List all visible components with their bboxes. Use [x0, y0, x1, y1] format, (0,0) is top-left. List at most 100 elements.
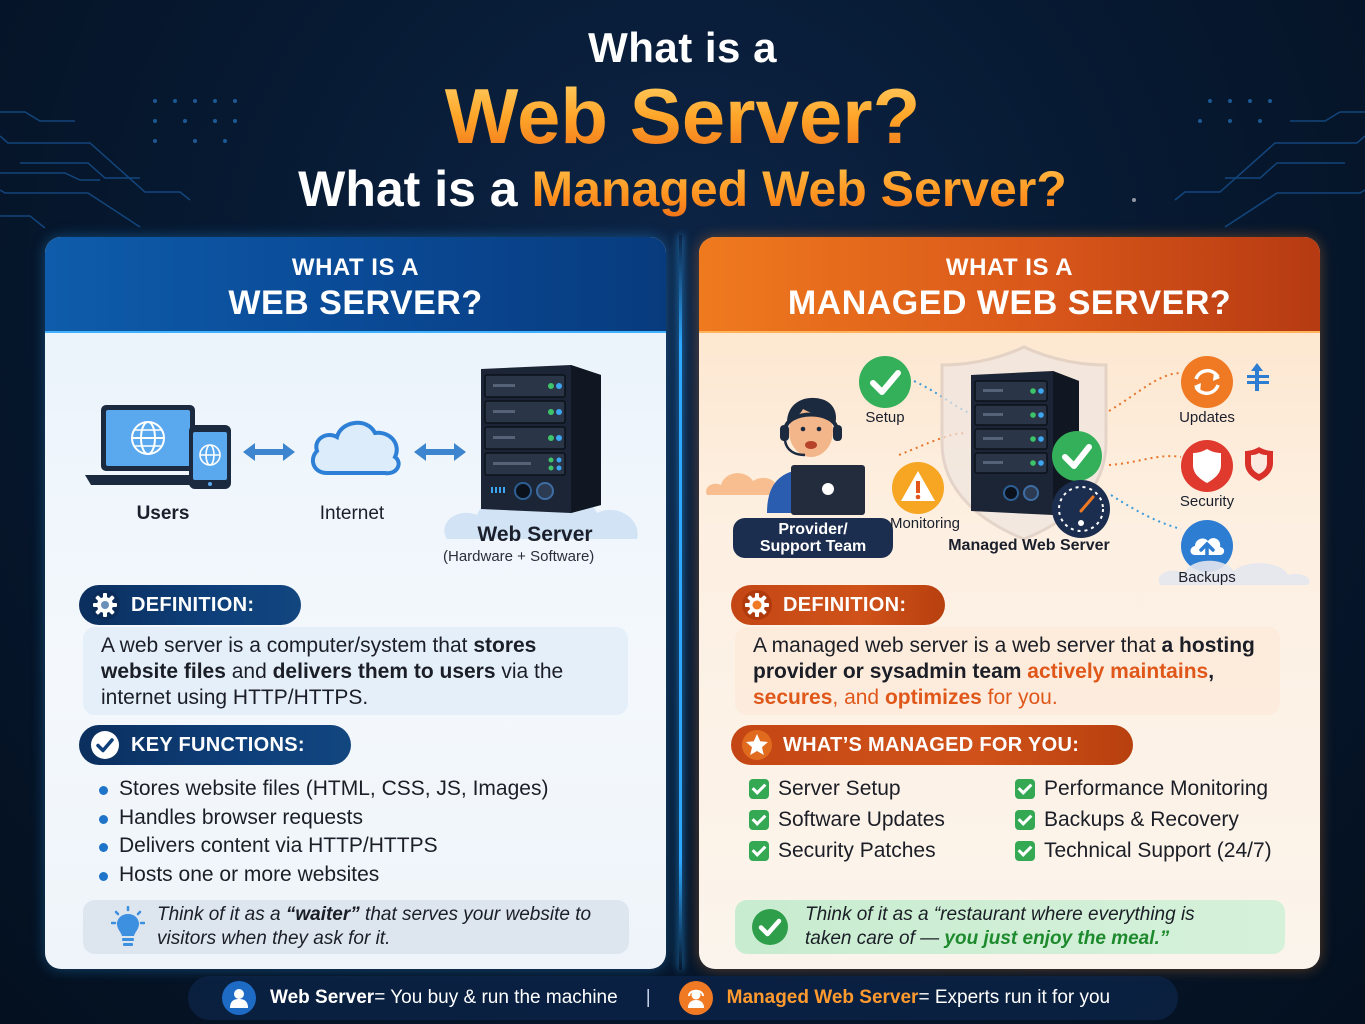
definition-pill-label: DEFINITION: [131, 593, 255, 616]
definition-text: A managed web server is a web server tha… [735, 627, 1280, 715]
checkbox-checked-icon [749, 779, 769, 799]
panel-header-small: WHAT IS A [945, 254, 1074, 281]
definition-text-part: , [1208, 660, 1215, 683]
check-circle-icon [91, 731, 119, 759]
cloud-decoration [706, 473, 780, 495]
cloud-icon [310, 421, 401, 476]
list-item-label: Software Updates [778, 808, 945, 831]
summary-term: Managed Web Server [726, 987, 919, 1008]
server-rack-icon [481, 365, 601, 513]
list-item-label: Performance Monitoring [1044, 777, 1269, 800]
list-item: Delivers content via HTTP/HTTPS [99, 832, 548, 861]
center-divider [679, 235, 682, 970]
restaurant-analogy-tip: Think of it as a “restaurant where every… [735, 900, 1285, 954]
list-item-label: Technical Support (24/7) [1044, 839, 1272, 862]
setup-label: Setup [865, 409, 905, 426]
definition-pill: DEFINITION: [79, 585, 301, 625]
key-functions-pill-label: KEY FUNCTIONS: [131, 733, 305, 756]
updates-label: Updates [1179, 409, 1235, 426]
team-label-line: Support Team [759, 538, 867, 555]
panel-header-big: WEB SERVER? [228, 284, 483, 322]
speed-gauge-icon [1052, 480, 1110, 538]
panel-header-big: MANAGED WEB SERVER? [787, 284, 1232, 322]
checkbox-checked-icon [749, 841, 769, 861]
web-server-summary: Web Server = You buy & run the machine [222, 981, 618, 1015]
backups-cloud-upload-icon [1181, 520, 1233, 572]
security-shield-icon [1181, 440, 1233, 492]
definition-text-part: A managed web server is a web server tha… [753, 634, 1162, 657]
definition-text-highlight: optimizes [884, 686, 982, 709]
managed-web-server-panel: WHAT IS A MANAGED WEB SERVER? Provider/ … [699, 237, 1320, 969]
definition-text-bold: stores website files [101, 634, 537, 683]
provider-support-team-badge: Provider/ Support Team [733, 518, 893, 558]
title-line-3-highlight: Managed Web Server? [531, 161, 1067, 217]
managed-server-summary: Managed Web Server = Experts run it for … [678, 981, 1110, 1015]
checkbox-checked-icon [1015, 810, 1035, 830]
tip-text-part: Think of it as a “restaurant where every… [805, 904, 1195, 949]
summary-bar: Web Server = You buy & run the machine |… [188, 976, 1178, 1020]
support-agent-icon [678, 981, 713, 1015]
support-agent-icon [767, 397, 865, 515]
web-server-illustration: Users Internet Web Server (Hardware + So… [45, 333, 666, 583]
phone-globe-icon [189, 425, 231, 489]
key-functions-list: Stores website files (HTML, CSS, JS, Ima… [99, 775, 548, 889]
list-item: Server Setup [749, 775, 1015, 803]
lightbulb-icon [111, 906, 145, 946]
list-item: Security Patches [749, 837, 1015, 865]
checkbox-checked-icon [1015, 779, 1035, 799]
tip-text-part: Think of it as a [157, 904, 286, 925]
list-item: Technical Support (24/7) [1015, 837, 1305, 865]
gear-icon [742, 590, 772, 620]
server-rack-icon [971, 371, 1079, 515]
check-circle-icon [752, 909, 788, 945]
web-server-panel: WHAT IS A WEB SERVER? [45, 237, 666, 969]
tip-text-highlight: you just enjoy the meal.” [944, 928, 1170, 949]
whats-managed-pill: WHAT’S MANAGED FOR YOU: [731, 725, 1133, 765]
title-line-2: Web Server? [0, 74, 1365, 158]
definition-text-bold: a hosting provider or sysadmin team [753, 634, 1255, 683]
list-item: Software Updates [749, 806, 1015, 834]
definition-text-part: via the internet using HTTP/HTTPS. [101, 660, 564, 709]
monitoring-warning-icon [892, 462, 944, 514]
title-line-3: What is a Managed Web Server? [0, 158, 1365, 220]
list-item: Stores website files (HTML, CSS, JS, Ima… [99, 775, 548, 804]
summary-term: Web Server [270, 987, 375, 1008]
page-title: What is a Web Server? What is a Managed … [0, 22, 1365, 220]
double-arrow-icon [243, 443, 295, 461]
definition-text-highlight: actively maintains [1027, 660, 1209, 683]
definition-text-bold: delivers them to users [272, 660, 496, 683]
list-item: Handles browser requests [99, 804, 548, 833]
list-item: Hosts one or more websites [99, 861, 548, 890]
definition-text: A web server is a computer/system that s… [83, 627, 628, 715]
user-icon [222, 981, 256, 1015]
gear-icon [90, 590, 120, 620]
web-server-label: Web Server [477, 523, 593, 546]
key-functions-pill: KEY FUNCTIONS: [79, 725, 351, 765]
status-check-icon [1052, 431, 1102, 481]
definition-text-part: A web server is a computer/system that [101, 634, 474, 657]
list-item-label: Security Patches [778, 839, 936, 862]
list-item: Performance Monitoring [1015, 775, 1305, 803]
backups-label: Backups [1178, 569, 1236, 586]
definition-text-highlight: secures [753, 686, 833, 709]
laptop-globe-icon [85, 405, 196, 485]
checkbox-checked-icon [749, 810, 769, 830]
tip-text-bold: “waiter” [285, 904, 360, 925]
double-arrow-icon [414, 443, 466, 461]
cloud-decoration [1158, 560, 1310, 585]
summary-text: = You buy & run the machine [374, 987, 618, 1008]
internet-label: Internet [319, 503, 385, 524]
managed-panel-header: WHAT IS A MANAGED WEB SERVER? [699, 237, 1320, 333]
waiter-analogy-tip: Think of it as a “waiter” that serves yo… [83, 900, 629, 954]
team-label-line: Provider/ [778, 521, 848, 538]
definition-text-part: for you. [981, 686, 1058, 709]
users-label: Users [136, 503, 190, 524]
list-item: Backups & Recovery [1015, 806, 1305, 834]
panel-header-small: WHAT IS A [291, 254, 420, 281]
web-server-panel-header: WHAT IS A WEB SERVER? [45, 237, 666, 333]
whats-managed-pill-label: WHAT’S MANAGED FOR YOU: [783, 733, 1080, 756]
managed-server-label: Managed Web Server [948, 537, 1110, 554]
network-icon [1247, 363, 1269, 391]
checkbox-checked-icon [1015, 841, 1035, 861]
definition-pill-label: DEFINITION: [783, 593, 907, 616]
